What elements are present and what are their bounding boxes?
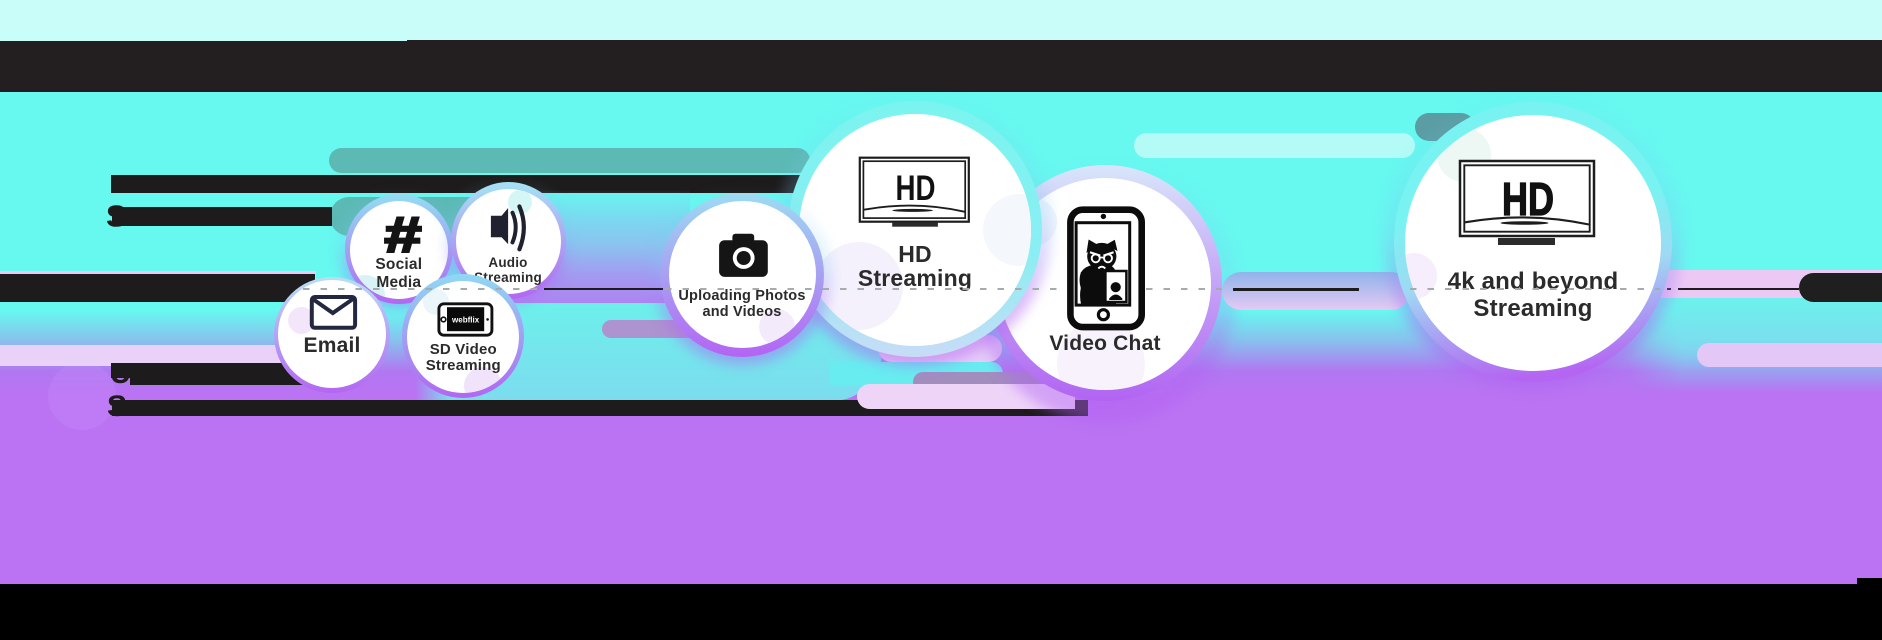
svg-text:HD: HD — [896, 169, 936, 208]
svg-text:webflix: webflix — [451, 316, 480, 325]
svg-text:U: U — [110, 358, 131, 388]
svg-text:S: S — [107, 390, 127, 422]
svg-text:HD: HD — [1502, 173, 1554, 225]
svg-text:#: # — [385, 213, 422, 257]
